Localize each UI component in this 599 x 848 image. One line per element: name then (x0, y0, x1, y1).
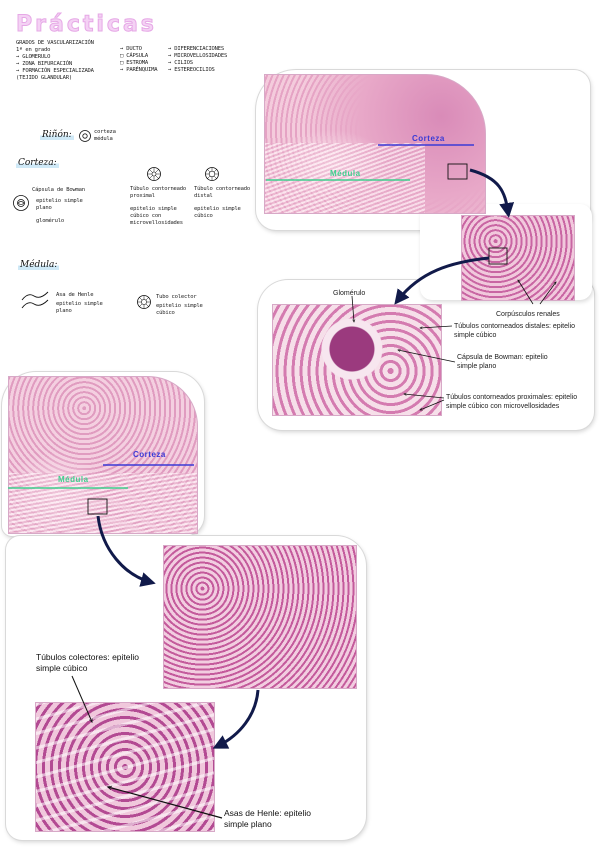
collecting-tubules-label: Túbulos colectores: epitelio simple cúbi… (36, 652, 140, 673)
top-corteza-label: Corteza (412, 134, 445, 143)
corteza-heading: Corteza: (16, 158, 59, 168)
tubo-colector-note: Tubo colector epitelio simple cúbico (156, 294, 214, 317)
note-line: glomérulo (36, 218, 65, 224)
cortex-magnified-micrograph (461, 215, 575, 301)
cortex-medulla-micrograph (264, 74, 486, 214)
medula-heading: Médula: (18, 260, 60, 270)
collecting-tube-icon (137, 295, 151, 309)
note-line: → ZONA BIFURCACIÓN (16, 61, 73, 67)
note-line: □ CÁPSULA (120, 53, 149, 59)
tubule-icon (205, 167, 219, 181)
tubulo-proximal-note: Túbulo contorneado proximal epitelio sim… (130, 186, 192, 227)
capsula-title: Cápsula de Bowman (32, 187, 85, 193)
notes-top-right: → DIFERENCIACIONES → MICROVELLOSIDADES →… (168, 46, 248, 74)
note-line: epitelio simple plano (56, 301, 103, 314)
notes-top-left: GRADOS DE VASCULARIZACIÓN 1ª en grado → … (16, 40, 116, 82)
henle-loops-label: Asas de Henle: epitelio simple plano (224, 808, 311, 829)
note-line: GRADOS DE VASCULARIZACIÓN (16, 40, 94, 46)
note-line: → FORMACIÓN ESPECIALIZADA (TEJIDO GLANDU… (16, 68, 94, 81)
bowman-capsule-icon (13, 195, 29, 211)
henle-loop-icon (21, 291, 49, 309)
glomerulus-micrograph (272, 304, 442, 416)
rinon-items: corteza médula (94, 129, 116, 143)
tubule-icon (147, 167, 161, 181)
note-line: → DUCTO (120, 46, 142, 52)
bottom-medula-label: Médula (58, 475, 89, 484)
kidney-icon (79, 130, 91, 142)
note-line: □ ESTROMA (120, 60, 149, 66)
bowman-capsule-label: Cápsula de Bowman: epitelio simple plano (457, 354, 548, 370)
note-line: médula (94, 136, 113, 142)
distal-tubules-label: Túbulos contorneados distales: epitelio … (454, 323, 576, 339)
note-line: epitelio simple cúbico con microvellosid… (130, 206, 183, 226)
page-title: Prácticas (16, 12, 157, 38)
note-line: Tubo colector (156, 294, 197, 300)
capsula-items: epitelio simple plano glomérulo (36, 198, 96, 225)
proximal-tubules-label: Túbulos contorneados proximales: epiteli… (446, 394, 578, 410)
note-line: epitelio simple cúbico (194, 206, 241, 219)
top-medula-label: Médula (330, 169, 361, 178)
note-line: → PARÉNQUIMA (120, 67, 158, 73)
note-line: Túbulo contorneado proximal (130, 186, 187, 199)
glomerulo-label: Glomérulo (333, 290, 366, 297)
note-line: → GLOMERULO (16, 54, 51, 60)
asa-henle-note: Asa de Henle epitelio simple plano (56, 292, 118, 315)
note-line: Asa de Henle (56, 292, 94, 298)
cortex-medulla-micrograph-2 (8, 376, 198, 534)
note-line: → DIFERENCIACIONES (168, 46, 225, 52)
notes-top-middle: → DUCTO □ CÁPSULA □ ESTROMA → PARÉNQUIMA (120, 46, 168, 74)
collecting-tubules-micrograph (35, 702, 215, 832)
tubulo-distal-note: Túbulo contorneado distal epitelio simpl… (194, 186, 252, 220)
rinon-title: Riñón: (40, 130, 74, 140)
note-line: epitelio simple plano (36, 198, 83, 211)
bottom-corteza-label: Corteza (133, 450, 166, 459)
note-line: 1ª en grado (16, 47, 51, 53)
note-line: → MICROVELLOSIDADES (168, 53, 228, 59)
corpusculos-renales-label: Corpúsculos renales (496, 311, 560, 318)
note-line: → ESTEREOCILIOS (168, 67, 215, 73)
note-line: Túbulo contorneado distal (194, 186, 251, 199)
note-line: corteza (94, 129, 116, 135)
note-line: → CILIOS (168, 60, 193, 66)
medulla-magnified-micrograph (163, 545, 357, 689)
note-line: epitelio simple cúbico (156, 303, 203, 316)
